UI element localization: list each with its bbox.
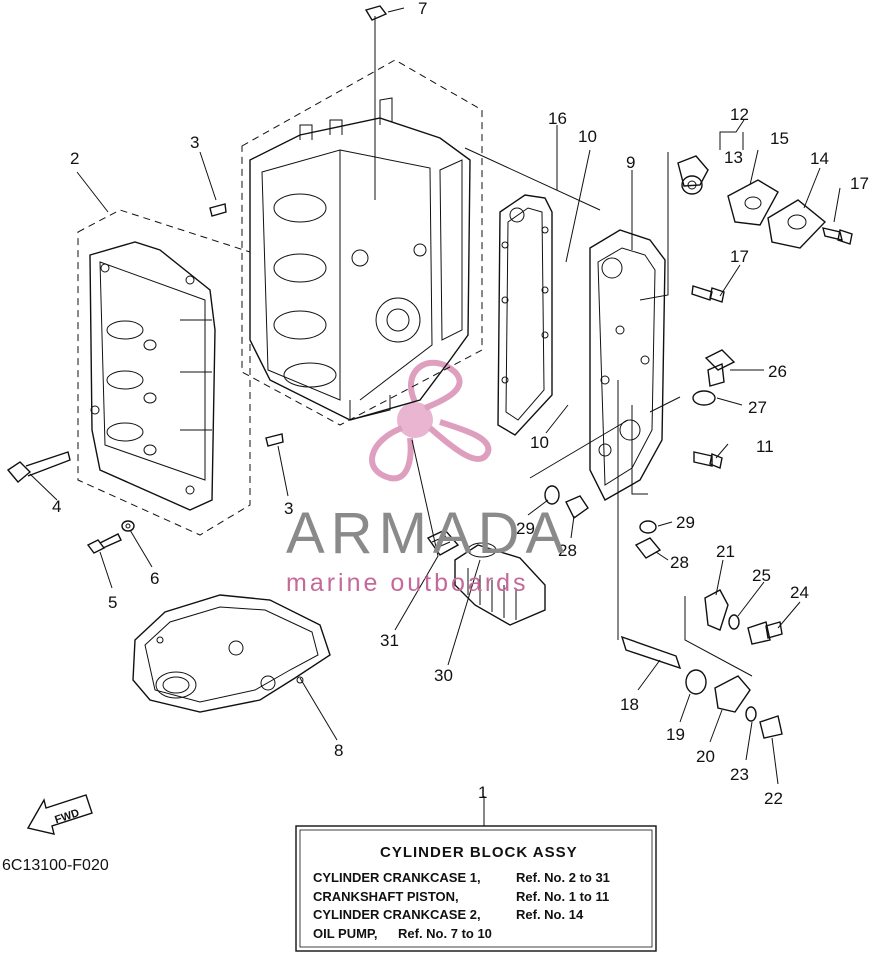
callout-28-right: 28 [670,553,689,572]
gasket-part-8 [132,594,331,713]
callout-16: 16 [548,109,567,128]
cover-part-14 [767,199,827,249]
callout-27: 27 [748,398,767,417]
fwd-arrow-label: FWD [53,807,81,826]
oil-filter-part-30 [454,542,546,626]
callout-31: 31 [380,631,399,650]
cylinder-crankcase-left [89,241,216,511]
legend-line-2-left: CRANKSHAFT PISTON, [313,889,459,904]
legend-line-3-left: CYLINDER CRANKCASE 2, [313,907,481,922]
callout-17-right: 17 [850,174,869,193]
watermark-tagline: marine outboards [286,569,529,597]
callout-14: 14 [810,149,829,168]
watermark-brand: ARMADA [286,501,570,566]
washer-part-25 [728,614,740,630]
bolt-part-22 [759,715,783,739]
leader-lines [29,7,841,826]
dashed-group-outlines [77,59,483,536]
callout-numbers: 1 2 3 3 4 5 6 7 8 9 10 10 11 12 13 14 15… [52,0,869,808]
fitting-part-28-right [634,537,662,559]
callout-18: 18 [620,695,639,714]
callout-21: 21 [716,542,735,561]
callout-26: 26 [768,362,787,381]
callout-5: 5 [108,593,117,612]
callout-12: 12 [730,105,749,124]
bolt-part-4 [6,451,71,483]
callout-24: 24 [790,583,809,602]
callout-3-bottom: 3 [284,499,293,518]
legend-line-4-left: OIL PUMP, [313,926,378,941]
callout-29-left: 29 [516,519,535,538]
watermark-propeller-icon [369,359,492,482]
legend-line-4-right: Ref. No. 7 to 10 [398,926,492,941]
callout-25: 25 [752,566,771,585]
bracket-part-21 [704,589,729,631]
washer-part-6 [121,520,135,532]
legend-line-2-right: Ref. No. 1 to 11 [516,889,609,904]
callout-7: 7 [418,0,427,18]
callout-6: 6 [150,569,159,588]
bolt-part-17-right [822,227,853,245]
fitting-part-28-left [565,495,589,520]
callout-8: 8 [334,741,343,760]
callout-13: 13 [724,148,743,167]
legend-line-1-left: CYLINDER CRANKCASE 1, [313,870,481,885]
callout-15: 15 [770,129,789,148]
bracket-part-20 [714,675,751,713]
legend-line-3-right: Ref. No. 14 [516,907,584,922]
plug-part-7 [364,5,388,21]
callout-4: 4 [52,497,61,516]
callout-9: 9 [626,153,635,172]
callout-2: 2 [70,149,79,168]
bolt-part-11 [693,451,723,469]
callout-29-right: 29 [676,513,695,532]
callout-3-top: 3 [190,133,199,152]
callout-30: 30 [434,666,453,685]
legend-box: CYLINDER BLOCK ASSY CYLINDER CRANKCASE 1… [295,825,657,952]
callout-28-left: 28 [558,541,577,560]
callout-17-middle: 17 [730,247,749,266]
washer-part-23 [745,706,757,722]
cylinder-block-main [249,97,471,421]
callout-19: 19 [666,725,685,744]
washer-part-29-left [544,485,560,505]
bolt-part-5 [86,533,122,554]
fitting-part-26 [704,349,736,387]
diagram-code: 6C13100-F020 [2,857,109,874]
o-ring-part-27 [692,390,716,406]
fwd-arrow-icon: FWD [26,794,93,835]
callout-20: 20 [696,747,715,766]
washer-part-29-right [639,520,657,534]
callout-22: 22 [764,789,783,808]
callout-10-top: 10 [578,127,597,146]
pin-part-18 [620,635,682,670]
dowel-pins-part-3 [209,203,284,447]
callout-11: 11 [756,437,774,456]
callout-1: 1 [478,783,487,802]
bushing-part-19 [685,669,707,695]
callout-23: 23 [730,765,749,784]
legend-title: CYLINDER BLOCK ASSY [380,844,578,861]
legend-line-1-right: Ref. No. 2 to 31 [516,870,610,885]
cover-plate-part-9 [589,229,666,501]
bolt-part-24 [747,621,783,645]
washer-part-13 [681,175,703,195]
gasket-part-15 [727,179,779,226]
gasket-part-16 [497,194,553,436]
callout-10-bottom: 10 [530,433,549,452]
bolt-part-17-middle [691,285,725,303]
